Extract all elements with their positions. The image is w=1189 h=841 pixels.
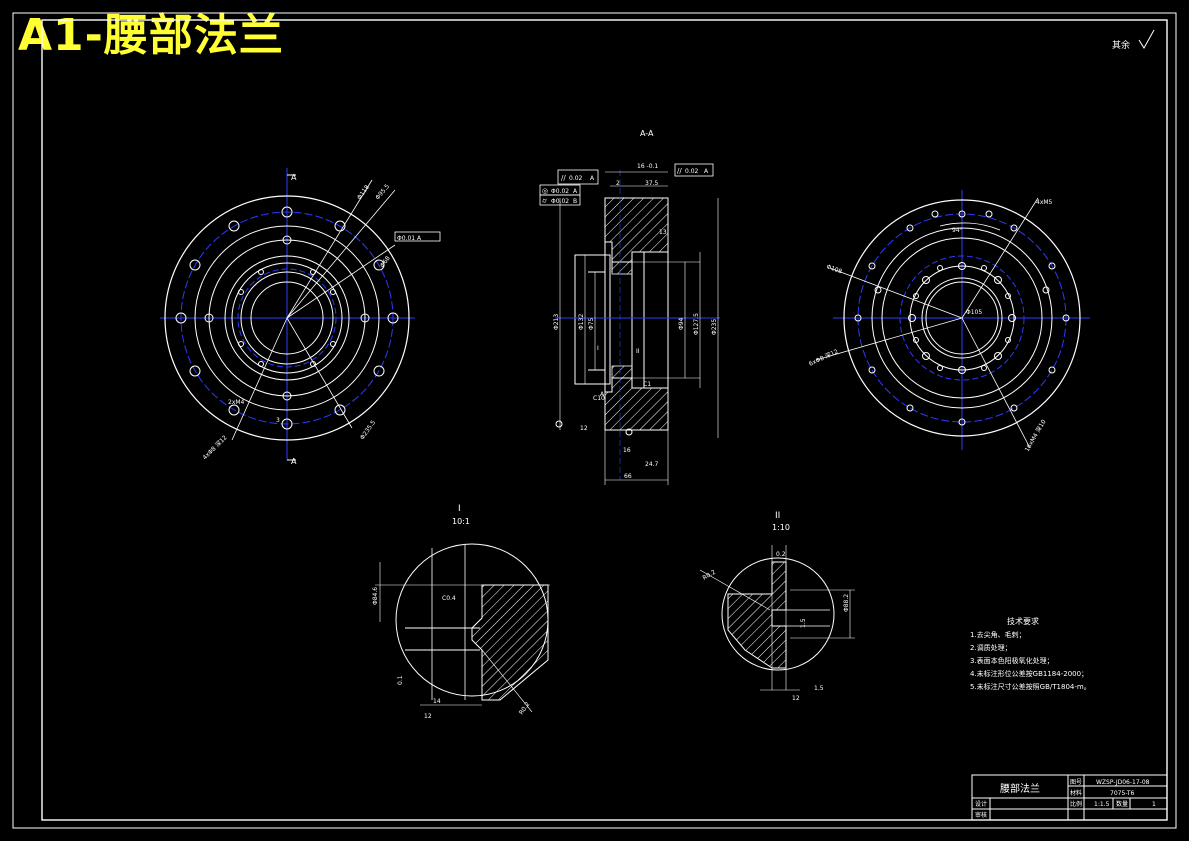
section-fcf-2-ref: A	[704, 168, 709, 175]
section-dim-top-1: 16 -0.1	[637, 163, 658, 170]
right-dim-4: 6xΦ8 深12	[807, 347, 839, 368]
section-fcf-3-val: Φ0.02	[551, 188, 569, 195]
title-block-scale: 1:1.5	[1094, 801, 1110, 808]
section-dim-bottom-4: 66	[624, 473, 632, 480]
section-cut-letter-1: A	[600, 391, 605, 398]
section-dim-top-2: 2	[616, 180, 620, 187]
note-item: 3.表面本色阳极氧化处理；	[970, 656, 1054, 665]
title-block-qty: 1	[1152, 801, 1156, 808]
detail-1-scale: 10:1	[452, 517, 470, 526]
detail-1-dim-5: 14	[433, 698, 441, 705]
detail-1-dim-3: R0.2	[518, 701, 532, 716]
section-fcf-2-val: 0.02	[685, 168, 699, 175]
detail-2-dim-4: 1.5	[800, 618, 807, 628]
surface-finish-icon	[1138, 29, 1155, 49]
section-dim-left-2: Φ132	[578, 314, 585, 330]
section-dim-right-1: Φ94	[678, 317, 685, 330]
section-fcf-4-sym: ⌭	[542, 197, 547, 205]
title-block	[971, 774, 1168, 821]
detail-1-view	[375, 543, 550, 713]
section-fcf-1-val: 0.02	[569, 175, 583, 182]
section-callout-4: I	[597, 345, 599, 352]
detail-2-dim-5: 1.5	[814, 685, 824, 692]
section-fcf-4-val: Φ0.02	[551, 198, 569, 205]
right-dim-1: 4xM5	[1036, 199, 1053, 206]
detail-1-dim-4: 0.1	[397, 675, 404, 685]
section-dim-left-1: Φ213	[553, 314, 560, 330]
section-callout-1: 13	[659, 229, 667, 236]
left-dim-7: 2xM4	[228, 399, 245, 406]
detail-2-dim-3: Φ88.2	[843, 594, 850, 612]
note-item: 1.去尖角、毛刺；	[970, 630, 1026, 639]
right-dim-3: Φ105	[966, 309, 982, 316]
note-item: 4.未标注形位公差按GB1184-2000；	[970, 669, 1088, 678]
right-dim-6: 16xM4 深10	[1023, 418, 1048, 453]
detail-2-dim-6: 12	[792, 695, 800, 702]
section-fcf-4-ref: B	[573, 198, 577, 205]
left-cut-label-bottom: A	[291, 457, 297, 466]
left-fcf-box	[394, 231, 441, 242]
title-block-material: 7075-T6	[1110, 790, 1135, 797]
detail-1-dim-2: C0.4	[442, 595, 456, 602]
title-block-label-material: 材料	[1070, 789, 1082, 797]
detail-1-dim-6: 12	[424, 713, 432, 720]
title-block-label-drawing-no: 图号	[1070, 779, 1082, 786]
left-dim-2: Φ95.5	[374, 183, 391, 201]
left-dim-8: 3	[276, 417, 280, 424]
left-dim-5: Φ235.5	[359, 419, 377, 441]
right-view	[815, 190, 1090, 450]
left-dim-1: Φ118	[356, 184, 371, 201]
section-dim-bottom-2: 16	[623, 447, 631, 454]
title-block-label-scale: 比例	[1070, 800, 1082, 808]
surface-finish-label: 其余	[1112, 39, 1130, 51]
left-dim-6: 4xΦ8 深12	[201, 433, 229, 461]
section-fcf-1-ref: A	[590, 175, 595, 182]
section-fcf-2-sym: //	[677, 167, 682, 175]
notes-heading: 技术要求	[1007, 616, 1039, 626]
drawing-title: A1-腰部法兰	[18, 10, 284, 61]
section-dim-left-3: Φ75	[588, 317, 595, 330]
section-callout-5: II	[636, 348, 640, 355]
left-dim-3: Φ68	[379, 255, 392, 269]
right-dim-2: 94°	[952, 227, 963, 234]
detail-2-dim-1: R0.2	[702, 569, 718, 582]
title-block-drawing-no: WZSP-JD06-17-08	[1096, 779, 1150, 786]
title-block-label-checker: 审核	[975, 811, 987, 819]
section-callout-2: C1	[643, 381, 651, 388]
section-callout-3: C10	[593, 395, 605, 402]
detail-1-label: I	[458, 504, 461, 514]
note-item: 5.未标注尺寸公差按照GB/T1804-m。	[970, 682, 1091, 691]
outer-frame	[12, 12, 1177, 829]
section-dim-bottom-3: 24.7	[645, 461, 659, 468]
section-fcf-1-sym: //	[561, 174, 566, 182]
title-block-part-name: 腰部法兰	[1000, 782, 1040, 795]
left-view	[160, 168, 415, 461]
title-block-label-designer: 设计	[975, 800, 987, 808]
right-dim-5: Φ108	[825, 263, 843, 275]
section-dim-right-3: Φ235	[711, 319, 718, 335]
detail-2-dim-2: 0.2	[776, 551, 786, 558]
left-dim-4: Φ0.01 A	[397, 235, 422, 242]
title-block-label-qty: 数量	[1116, 800, 1128, 808]
note-item: 2.调质处理；	[970, 643, 1012, 652]
detail-2-scale: 1:10	[772, 523, 790, 532]
detail-2-view	[699, 545, 855, 691]
section-label: A-A	[640, 129, 654, 138]
section-fcf-3-ref: A	[573, 188, 578, 195]
detail-2-label: II	[775, 511, 780, 521]
left-cut-label-top: A	[291, 173, 297, 182]
detail-1-dim-1: Φ84.6	[372, 587, 379, 605]
section-view	[539, 163, 720, 485]
section-fcf-3-sym: ◎	[542, 187, 548, 195]
section-dim-top-3: 37.5	[645, 180, 659, 187]
section-dim-bottom-1: 12	[580, 425, 588, 432]
section-dim-right-2: Φ127.5	[693, 313, 700, 335]
inner-frame	[41, 19, 1168, 821]
